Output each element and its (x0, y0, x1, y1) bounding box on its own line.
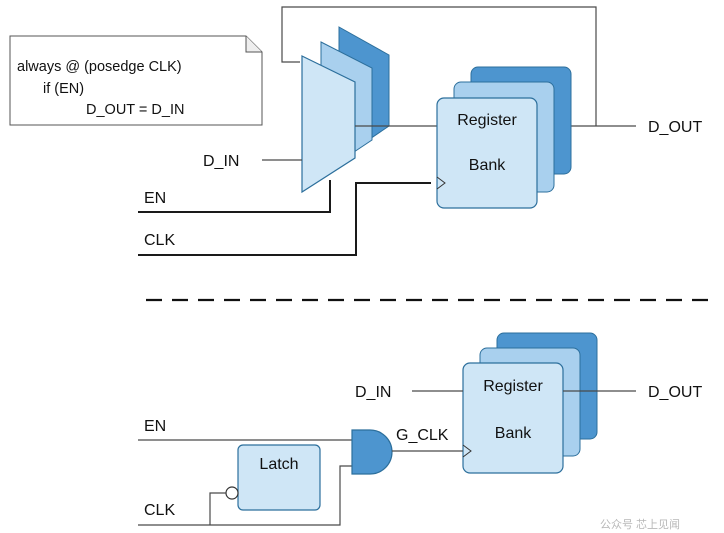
top-din-label: D_IN (203, 153, 239, 170)
latch-clk-wire (209, 492, 226, 525)
top-register-label-1: Register (457, 112, 517, 129)
mux-stack (301, 26, 390, 194)
mux (301, 55, 356, 194)
top-register-bank: Register Bank (436, 66, 572, 209)
bottom-register-bank: Register Bank (462, 332, 598, 474)
bottom-en-label: EN (144, 418, 166, 435)
code-line-1: always @ (posedge CLK) (17, 59, 182, 75)
latch-label: Latch (259, 456, 298, 473)
top-en-label: EN (144, 190, 166, 207)
code-line-3: D_OUT = D_IN (86, 102, 184, 118)
bottom-register-label-2: Bank (495, 425, 532, 442)
gclk-label: G_CLK (396, 427, 449, 444)
bottom-clock-triangle (462, 444, 472, 458)
bottom-dout-label: D_OUT (648, 384, 702, 401)
top-register-front (436, 97, 538, 209)
top-register-label-2: Bank (469, 157, 506, 174)
top-dout-label: D_OUT (648, 119, 702, 136)
latch-block (237, 444, 321, 511)
and-gate (351, 429, 393, 475)
bottom-din-label: D_IN (355, 384, 391, 401)
watermark: 公众号 芯上见闻 (600, 517, 680, 531)
top-clk-wire (138, 182, 431, 256)
latch-inverter-bubble (225, 486, 239, 500)
feedback-wire (281, 6, 597, 126)
bottom-clk-label: CLK (144, 502, 175, 519)
top-en-wire (138, 180, 331, 213)
top-clk-label: CLK (144, 232, 175, 249)
top-clock-triangle (436, 176, 446, 190)
code-note: always @ (posedge CLK) if (EN) D_OUT = D… (9, 35, 263, 126)
bottom-register-label-1: Register (483, 378, 543, 395)
bottom-register-front (462, 362, 564, 474)
code-line-2: if (EN) (43, 81, 84, 97)
bottom-clk-wire (138, 465, 352, 526)
